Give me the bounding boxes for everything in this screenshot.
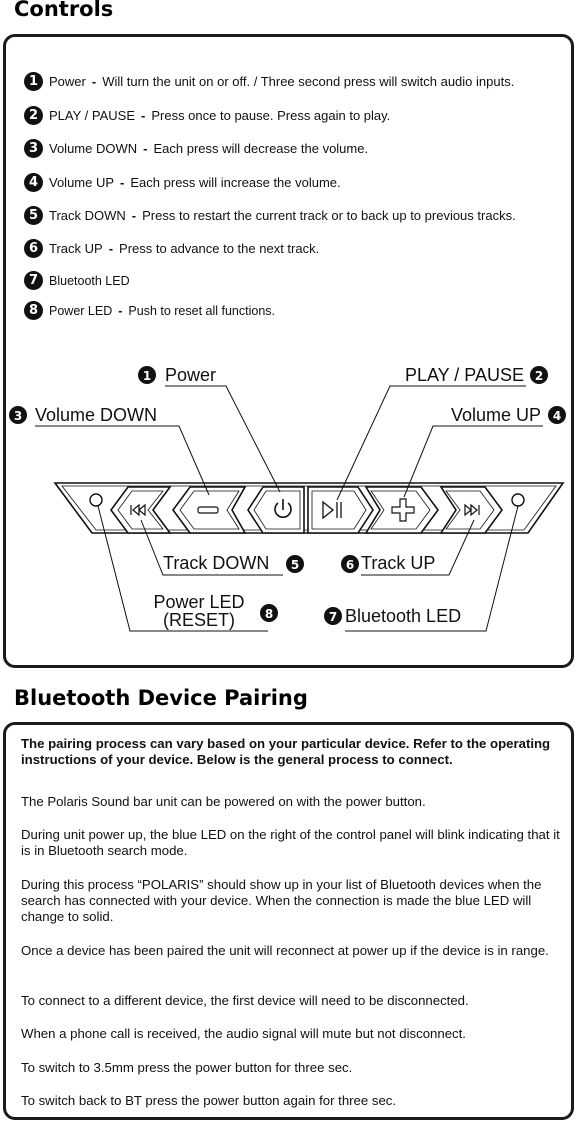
control-item-power-led: 8 Power LED - Push to reset all function… (24, 301, 275, 320)
pairing-panel (3, 722, 574, 1120)
minus-icon (197, 506, 219, 514)
play-pause-icon (322, 500, 342, 520)
control-panel-diagram: 1 Power 2 PLAY / PAUSE 3 Volume DOWN 4 V… (9, 365, 566, 632)
number-badge: 6 (24, 239, 43, 258)
diagram-label-volume-down: Volume DOWN (35, 405, 157, 425)
pairing-paragraph: To connect to a different device, the fi… (21, 993, 469, 1008)
track-up-button (439, 486, 503, 534)
control-item-bluetooth-led: 7 Bluetooth LED (24, 271, 130, 290)
diagram-label-bluetooth-led: Bluetooth LED (345, 606, 461, 626)
control-name: Power (49, 74, 86, 89)
callout-power-led: Power LED (RESET) 8 (97, 505, 278, 632)
control-panel-inner-outline (61, 485, 557, 531)
controls-heading: Controls (14, 0, 114, 21)
separator: - (108, 241, 114, 256)
pairing-paragraph: During unit power up, the blue LED on th… (21, 827, 560, 858)
diagram-label-power-led: Power LED (153, 592, 244, 612)
separator: - (91, 74, 97, 89)
control-item-track-up: 6 Track UP - Press to advance to the nex… (24, 239, 319, 258)
callout-volume-down: 3 Volume DOWN (9, 405, 210, 496)
diagram-label-reset: (RESET) (163, 610, 235, 630)
callout-power: 1 Power (138, 365, 281, 493)
separator: - (118, 303, 123, 318)
number-badge: 2 (24, 106, 43, 125)
previous-track-icon (130, 503, 146, 517)
control-item-play-pause: 2 PLAY / PAUSE - Press once to pause. Pr… (24, 106, 390, 125)
callout-volume-up: 4 Volume UP (403, 405, 566, 498)
separator: - (143, 141, 148, 156)
svg-text:4: 4 (553, 409, 561, 423)
control-description: Press to advance to the next track. (119, 241, 320, 256)
separator: - (131, 208, 137, 223)
bluetooth-led-icon (511, 493, 525, 507)
diagram-label-volume-up: Volume UP (451, 405, 541, 425)
controls-panel (3, 34, 574, 668)
volume-down-button (172, 486, 247, 534)
control-item-volume-down: 3 Volume DOWN - Each press will decrease… (24, 139, 368, 158)
control-description: Press to restart the current track or to… (142, 208, 516, 223)
control-name: Track DOWN (49, 208, 126, 223)
control-description: Press once to pause. Press again to play… (151, 108, 391, 123)
control-description: Each press will decrease the volume. (153, 141, 369, 156)
callout-track-up: 6 Track UP (341, 519, 475, 576)
pairing-heading: Bluetooth Device Pairing (14, 686, 308, 710)
pairing-paragraph: When a phone call is received, the audio… (21, 1026, 466, 1041)
number-badge: 7 (24, 271, 43, 290)
pairing-paragraph: Once a device has been paired the unit w… (21, 943, 549, 958)
control-description: Each press will increase the volume. (130, 175, 341, 190)
control-name: Volume UP (49, 175, 115, 190)
diagram-label-power: Power (165, 365, 216, 385)
control-item-track-down: 5 Track DOWN - Press to restart the curr… (24, 206, 516, 225)
callout-bluetooth-led: 7 Bluetooth LED (324, 505, 519, 632)
control-name: Volume DOWN (49, 141, 138, 156)
track-down-button (110, 486, 172, 534)
separator: - (141, 108, 146, 123)
control-name: Track UP (49, 241, 103, 256)
next-track-icon (464, 503, 480, 517)
plus-icon (391, 498, 415, 522)
svg-text:3: 3 (14, 409, 22, 423)
pairing-paragraph: To switch back to BT press the power but… (21, 1093, 397, 1108)
control-item-power: 1 Power - Will turn the unit on or off. … (24, 72, 514, 91)
control-name: Bluetooth LED (49, 273, 130, 288)
pairing-paragraph: To switch to 3.5mm press the power butto… (21, 1060, 353, 1075)
number-badge: 3 (24, 139, 43, 158)
number-badge: 1 (24, 72, 43, 91)
play-pause-button (307, 486, 374, 534)
diagram-label-track-down: Track DOWN (163, 553, 269, 573)
pairing-paragraph: During this process “POLARIS” should sho… (21, 877, 542, 924)
control-name: Power LED (49, 303, 113, 318)
svg-text:5: 5 (291, 558, 299, 572)
svg-text:2: 2 (535, 369, 543, 383)
diagram-label-track-up: Track UP (361, 553, 435, 573)
svg-text:1: 1 (143, 369, 151, 383)
control-item-volume-up: 4 Volume UP - Each press will increase t… (24, 173, 341, 192)
separator: - (120, 175, 125, 190)
volume-up-button (364, 486, 439, 534)
control-name: PLAY / PAUSE (49, 108, 135, 123)
callout-track-down: Track DOWN 5 (140, 519, 304, 576)
pairing-intro: The pairing process can vary based on yo… (21, 736, 551, 767)
callout-play-pause: 2 PLAY / PAUSE (336, 365, 548, 501)
number-badge: 5 (24, 206, 43, 225)
power-icon (274, 499, 292, 518)
power-button (247, 486, 305, 534)
control-description: Will turn the unit on or off. / Three se… (102, 74, 515, 89)
svg-text:6: 6 (346, 558, 354, 572)
number-badge: 8 (24, 301, 43, 320)
pairing-paragraph: The Polaris Sound bar unit can be powere… (21, 794, 426, 809)
control-description: Push to reset all functions. (128, 303, 276, 318)
svg-text:7: 7 (329, 610, 337, 624)
power-led-icon (89, 493, 103, 507)
svg-text:8: 8 (265, 607, 273, 621)
diagram-label-play-pause: PLAY / PAUSE (405, 365, 524, 385)
number-badge: 4 (24, 173, 43, 192)
